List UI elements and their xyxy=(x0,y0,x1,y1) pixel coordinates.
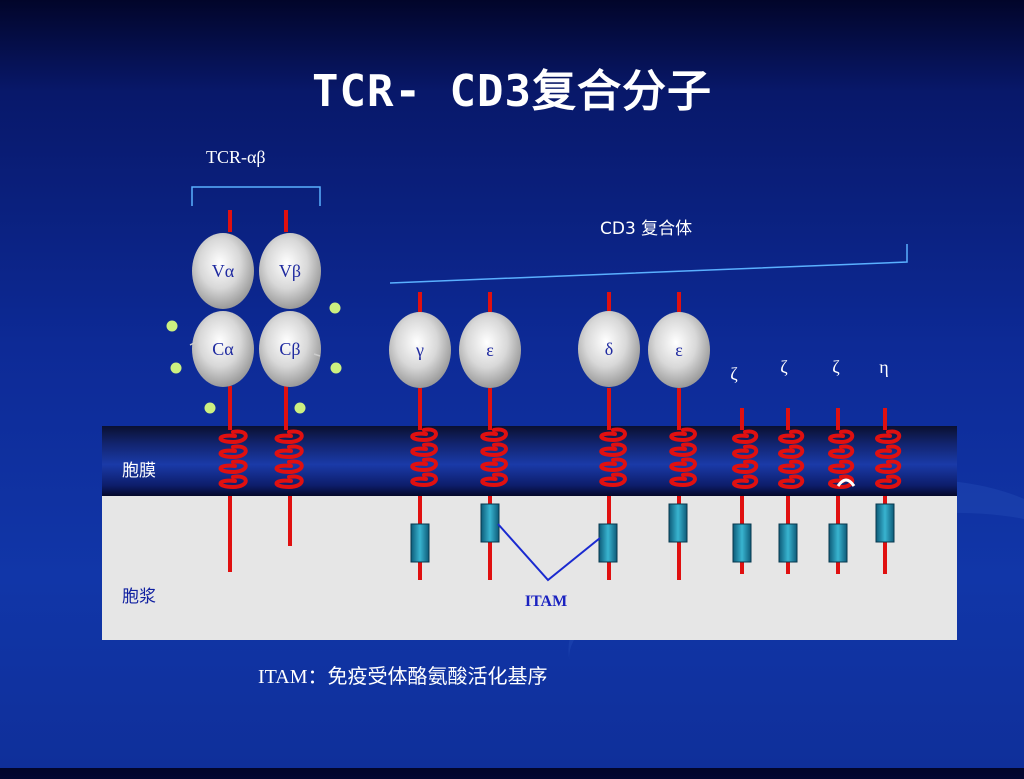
itam-box xyxy=(828,523,848,563)
v-alpha-domain xyxy=(192,233,254,309)
itam-box xyxy=(598,523,618,563)
glycan-dot xyxy=(170,362,182,374)
tcr-beta-chain-helix xyxy=(274,429,304,490)
v-alpha-domain-label: Vα xyxy=(212,261,235,281)
itam-label: ITAM xyxy=(525,593,567,610)
c-beta-domain-label: Cβ xyxy=(279,339,300,359)
cd3-epsilon-1-domain-label: ε xyxy=(486,340,494,360)
footer-definition: ITAM：免疫受体酪氨酸活化基序 xyxy=(258,660,548,689)
disulfide-link xyxy=(836,478,856,487)
cd3-epsilon-2-domain-label: ε xyxy=(675,340,683,360)
itam-connector xyxy=(497,523,601,582)
itam-box xyxy=(778,523,798,563)
cd3-complex-label: CD3 复合体 xyxy=(600,219,693,239)
cd3-delta-domain xyxy=(578,311,640,387)
cd3-epsilon-2-domain xyxy=(648,312,710,388)
cd3-gamma-helix xyxy=(410,427,438,488)
glycan-dot xyxy=(330,362,342,374)
page-title: TCR- CD3复合分子 xyxy=(312,66,712,117)
cd3-bracket xyxy=(389,244,908,284)
chain-label: ζ xyxy=(730,364,738,384)
cd3-epsilon-1-helix xyxy=(480,427,508,488)
small-chain-helix xyxy=(778,429,805,490)
itam-box xyxy=(875,503,895,543)
v-beta-domain xyxy=(259,233,321,309)
v-beta-domain-label: Vβ xyxy=(279,261,301,281)
footer-term: ITAM： xyxy=(258,666,328,688)
glycan-dot xyxy=(294,402,306,414)
itam-box xyxy=(732,523,752,563)
chain-label: η xyxy=(879,357,888,377)
tcr-alpha-chain-helix xyxy=(218,429,248,490)
cd3-delta-domain-label: δ xyxy=(605,339,613,359)
c-alpha-domain-label: Cα xyxy=(212,339,234,359)
c-alpha-connector xyxy=(189,341,197,346)
itam-box xyxy=(668,503,688,543)
glycan-dot xyxy=(329,302,341,314)
c-beta-connector xyxy=(313,353,321,357)
c-beta-domain xyxy=(259,311,321,387)
itam-box xyxy=(480,503,500,543)
cd3-epsilon-2-helix xyxy=(669,427,697,488)
small-chain-helix xyxy=(732,429,759,490)
chain-label: ζ xyxy=(780,357,788,377)
tcr-bracket xyxy=(191,186,321,206)
c-alpha-domain xyxy=(192,311,254,387)
cd3-epsilon-1-domain xyxy=(459,312,521,388)
glycan-dot xyxy=(166,320,178,332)
cd3-gamma-domain-label: γ xyxy=(415,340,424,360)
tcr-label: TCR-αβ xyxy=(206,147,266,167)
cytoplasm-label: 胞浆 xyxy=(122,587,156,607)
cytoplasm-panel xyxy=(102,496,957,640)
membrane-label: 胞膜 xyxy=(122,461,156,481)
footer-text: 免疫受体酪氨酸活化基序 xyxy=(327,664,548,688)
cd3-delta-helix xyxy=(599,427,627,488)
cd3-gamma-domain xyxy=(389,312,451,388)
itam-box xyxy=(410,523,430,563)
chain-label: ζ xyxy=(832,357,840,377)
glycan-dot xyxy=(204,402,216,414)
small-chain-helix xyxy=(828,429,855,490)
small-chain-helix xyxy=(875,429,902,490)
